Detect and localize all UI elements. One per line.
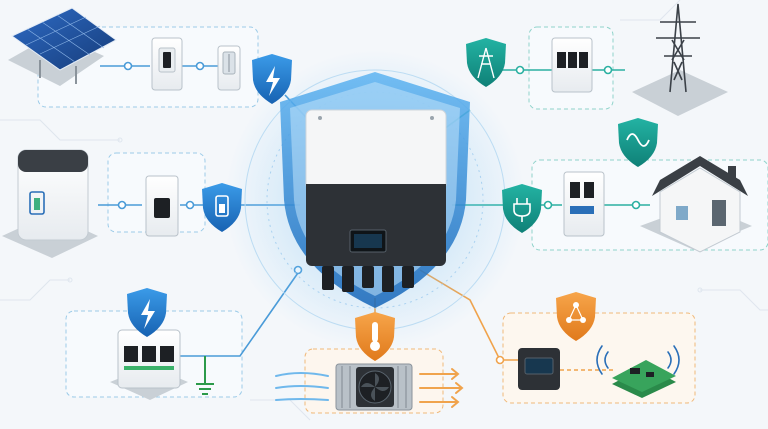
rcd-breaker-icon bbox=[564, 172, 604, 236]
transmission-tower-icon bbox=[632, 4, 728, 116]
smart-meter-icon bbox=[518, 348, 560, 390]
grid-breaker-icon bbox=[552, 38, 592, 92]
dc-fuse-icon bbox=[218, 46, 240, 90]
battery-cabinet-icon bbox=[2, 150, 98, 258]
cooling-fan-heatsink-icon bbox=[336, 364, 412, 410]
dc-isolator-switch-icon bbox=[152, 38, 182, 90]
tower-shield-icon bbox=[466, 38, 506, 87]
hybrid-inverter-icon bbox=[306, 110, 446, 292]
battery-breaker-icon bbox=[146, 176, 178, 236]
